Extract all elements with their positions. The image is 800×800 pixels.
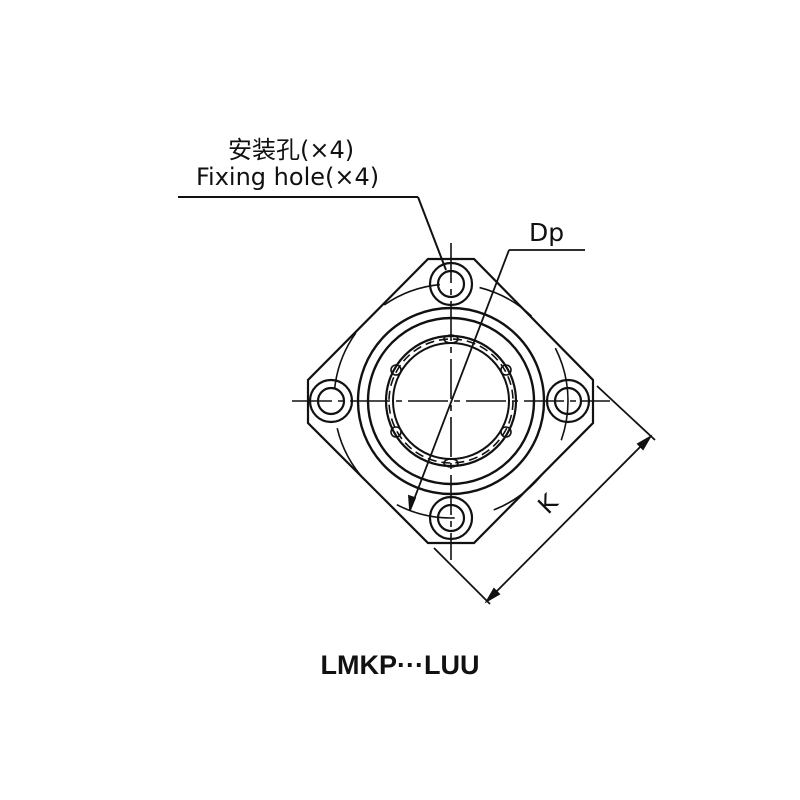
dp-label: Dp [529,218,565,247]
fixing-hole-label-en: Fixing hole(×4) [196,163,380,191]
bolt-circle-arcs [333,283,569,519]
center-lines [292,243,610,560]
dp-leader [408,249,585,511]
fixing-hole-leader [178,196,447,271]
k-dimension [433,385,656,605]
flange-body [306,257,595,545]
model-title: LMKP···LUU [320,650,480,680]
fixing-hole-label-cn: 安装孔(×4) [228,136,355,164]
